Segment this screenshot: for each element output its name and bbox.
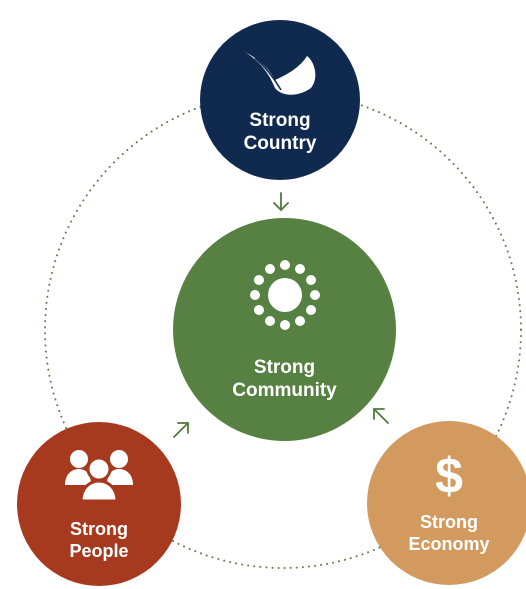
node-label-line1: Strong [420,512,478,533]
node-label-line1: Strong [249,109,311,131]
dotted-ring [44,91,522,569]
sun-dots-icon [247,257,323,338]
node-strong-people: Strong People [17,422,181,586]
node-label-line2: People [69,540,129,561]
dollar-icon: $ [435,448,463,505]
arrow-down-icon [273,192,289,211]
node-label-line2: Economy [408,534,490,554]
node-strong-economy: $ Strong Economy [367,421,526,585]
node-label-line2: Community [232,380,337,401]
node-strong-community: Strong Community [173,218,396,441]
arrow-up-left-icon [373,408,389,424]
node-label-line2: Country [243,132,317,154]
people-group-icon [63,447,135,508]
node-strong-country: Strong Country [200,20,360,180]
node-label-line1: Strong [70,518,128,539]
arrow-up-right-icon [173,422,189,438]
node-label-line1: Strong [253,357,316,379]
leaf-icon [241,48,319,105]
